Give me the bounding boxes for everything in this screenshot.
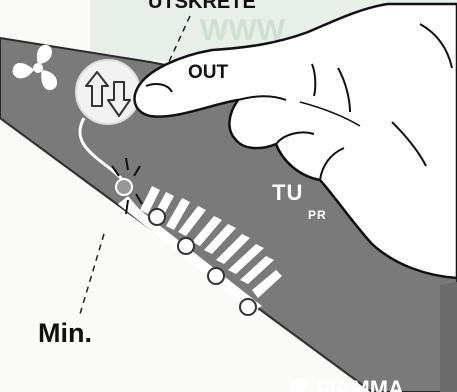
arrow-down-icon bbox=[107, 81, 131, 117]
model-name-text: TU bbox=[272, 180, 304, 205]
brand-logo: FIAMMA bbox=[289, 376, 404, 392]
speed-indicator-led bbox=[115, 178, 133, 196]
model-subtext: PR bbox=[308, 208, 327, 222]
min-callout-label: Min. bbox=[38, 318, 92, 348]
control-panel-lower-right bbox=[440, 282, 457, 392]
indicator-connector-line bbox=[78, 117, 131, 188]
speed-indicator-led bbox=[239, 298, 257, 316]
fan-icon bbox=[12, 44, 58, 91]
speed-indicator-led bbox=[207, 267, 225, 285]
hand-pressing-button bbox=[133, 2, 457, 280]
brand-logo-text: FIAMMA bbox=[316, 376, 404, 392]
top-callout-label: UTSKRETE bbox=[148, 0, 256, 13]
speed-indicator-leds bbox=[115, 178, 257, 316]
arrow-up-icon bbox=[85, 71, 109, 107]
airflow-direction-button[interactable] bbox=[75, 59, 141, 125]
speed-indicator-led bbox=[148, 208, 166, 226]
speed-indicator-led bbox=[177, 237, 195, 255]
out-callout-label: OUT bbox=[188, 62, 229, 83]
active-led-glow bbox=[111, 157, 143, 215]
